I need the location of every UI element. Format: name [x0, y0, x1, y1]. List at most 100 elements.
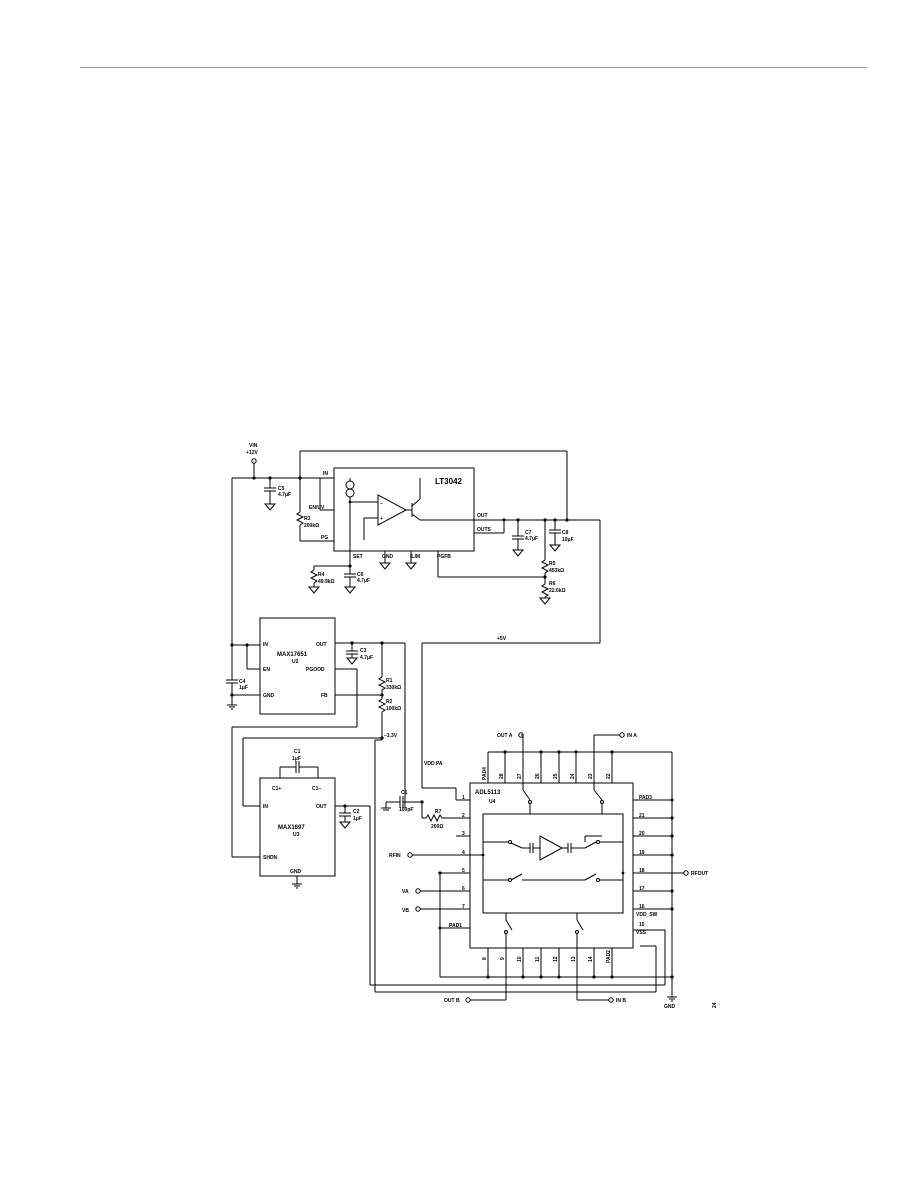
- resistor-r2: R2 100kΩ: [377, 695, 401, 738]
- svg-text:C8: C8: [562, 530, 569, 536]
- svg-text:13: 13: [571, 956, 577, 962]
- in-b-terminal: IN B: [576, 960, 626, 1004]
- svg-text:SHDN: SHDN: [263, 855, 278, 861]
- svg-text:200kΩ: 200kΩ: [304, 523, 319, 529]
- resistor-r3: R3 200kΩ: [295, 478, 334, 542]
- svg-text:7: 7: [462, 904, 465, 910]
- svg-text:4: 4: [462, 850, 465, 856]
- svg-text:R4: R4: [318, 572, 325, 578]
- svg-text:4.7μF: 4.7μF: [525, 536, 538, 542]
- svg-text:RFOUT: RFOUT: [691, 871, 708, 877]
- svg-text:C7: C7: [525, 530, 532, 536]
- svg-text:10: 10: [517, 956, 523, 962]
- svg-text:C3: C3: [360, 648, 367, 654]
- svg-text:PAD1: PAD1: [449, 923, 462, 929]
- capacitor-c4: C4 1μF: [226, 645, 248, 695]
- svg-text:OUT A: OUT A: [497, 733, 513, 739]
- svg-text:C1−: C1−: [312, 786, 321, 792]
- svg-text:1: 1: [462, 795, 465, 801]
- svg-text:21: 21: [639, 813, 645, 819]
- svg-text:PGFB: PGFB: [437, 554, 451, 560]
- svg-text:FB: FB: [321, 693, 328, 699]
- svg-text:LT3042: LT3042: [435, 477, 463, 486]
- svg-text:100pF: 100pF: [399, 807, 413, 813]
- ic-lt3042: LT3042 IN EN/UV PG SET GND ILIM PGFB OUT…: [309, 467, 492, 560]
- svg-text:11: 11: [535, 956, 541, 962]
- svg-text:18: 18: [639, 868, 645, 874]
- resistor-r4: R4 49.9kΩ: [307, 566, 335, 594]
- svg-text:17: 17: [639, 886, 645, 892]
- svg-text:PG: PG: [321, 535, 328, 541]
- svg-text:R6: R6: [549, 581, 556, 587]
- svg-text:R1: R1: [386, 678, 393, 684]
- svg-text:R5: R5: [549, 561, 556, 567]
- svg-text:16: 16: [639, 904, 645, 910]
- svg-text:3: 3: [462, 831, 465, 837]
- svg-text:10μF: 10μF: [562, 537, 574, 543]
- header-rule: [80, 67, 867, 68]
- out-b-terminal: OUT B: [444, 960, 507, 1004]
- svg-text:VDD_SW: VDD_SW: [636, 912, 658, 918]
- capacitor-c8: C8 10μF: [548, 520, 574, 552]
- svg-text:PGOOD: PGOOD: [306, 667, 325, 673]
- svg-text:GND: GND: [382, 554, 394, 560]
- capacitor-c3: C3 4.7μF: [345, 643, 373, 665]
- svg-text:26: 26: [535, 773, 541, 779]
- svg-text:C4: C4: [239, 679, 246, 685]
- svg-text:8: 8: [482, 957, 488, 960]
- svg-text:C1: C1: [401, 790, 408, 796]
- ic-adl5113: ADL5113 U4: [469, 782, 634, 949]
- svg-text:25: 25: [553, 773, 559, 779]
- svg-text:19: 19: [639, 850, 645, 856]
- svg-text:VIN: VIN: [249, 443, 258, 449]
- capacitor-c6: C6 4.7μF: [343, 566, 370, 594]
- svg-text:24: 24: [570, 773, 576, 779]
- svg-text:OUT: OUT: [316, 642, 327, 648]
- svg-text:6: 6: [462, 886, 465, 892]
- adl5113-top-pins: PAD4 28 27 26 25 24 23 22: [482, 750, 672, 783]
- svg-text:4.7μF: 4.7μF: [278, 492, 291, 498]
- svg-text:U4: U4: [489, 799, 496, 805]
- rfout-terminal: RFOUT: [683, 870, 708, 877]
- svg-text:VA: VA: [402, 889, 409, 895]
- svg-text:OUT B: OUT B: [444, 998, 460, 1004]
- svg-text:IN: IN: [323, 471, 328, 477]
- svg-text:22.6kΩ: 22.6kΩ: [549, 588, 566, 594]
- svg-text:C2: C2: [353, 809, 360, 815]
- svg-text:VDD PA: VDD PA: [424, 761, 443, 767]
- gnd-terminal: GND: [664, 996, 677, 1010]
- svg-text:15: 15: [639, 922, 645, 928]
- svg-text:OUT: OUT: [316, 804, 327, 810]
- svg-text:1μF: 1μF: [239, 685, 248, 691]
- svg-text:22: 22: [606, 773, 612, 779]
- svg-text:IN: IN: [263, 804, 268, 810]
- svg-text:330kΩ: 330kΩ: [386, 685, 401, 691]
- capacitor-c1-100pf: C1 100pF: [381, 790, 422, 813]
- svg-text:23: 23: [588, 773, 594, 779]
- svg-text:1μF: 1μF: [292, 756, 301, 762]
- svg-text:27: 27: [517, 773, 523, 779]
- rfin-terminal: RFIN: [389, 852, 456, 859]
- svg-text:−: −: [380, 501, 383, 507]
- svg-text:GND: GND: [263, 693, 275, 699]
- svg-text:OUTS: OUTS: [477, 527, 492, 533]
- svg-text:200Ω: 200Ω: [431, 824, 443, 830]
- svg-text:U3: U3: [293, 832, 300, 838]
- svg-text:2: 2: [462, 813, 465, 819]
- svg-text:C1+: C1+: [272, 786, 281, 792]
- resistor-r6: R6 22.6kΩ: [538, 578, 566, 605]
- svg-text:PAD3: PAD3: [639, 795, 652, 801]
- va-terminal: VA: [402, 888, 456, 895]
- resistor-r1: R1 330kΩ: [377, 643, 401, 695]
- in-a-terminal: IN A: [593, 732, 637, 752]
- svg-text:+: +: [380, 516, 383, 522]
- svg-text:49.9kΩ: 49.9kΩ: [318, 579, 335, 585]
- svg-text:R2: R2: [386, 699, 393, 705]
- svg-text:9: 9: [500, 957, 506, 960]
- capacitor-c1-pump: C1 1μF: [279, 749, 319, 778]
- svg-text:U2: U2: [292, 659, 299, 665]
- capacitor-c5: C5 4.7μF: [263, 478, 291, 511]
- svg-text:–3.3V: –3.3V: [384, 733, 398, 739]
- svg-text:4.7μF: 4.7μF: [360, 655, 373, 661]
